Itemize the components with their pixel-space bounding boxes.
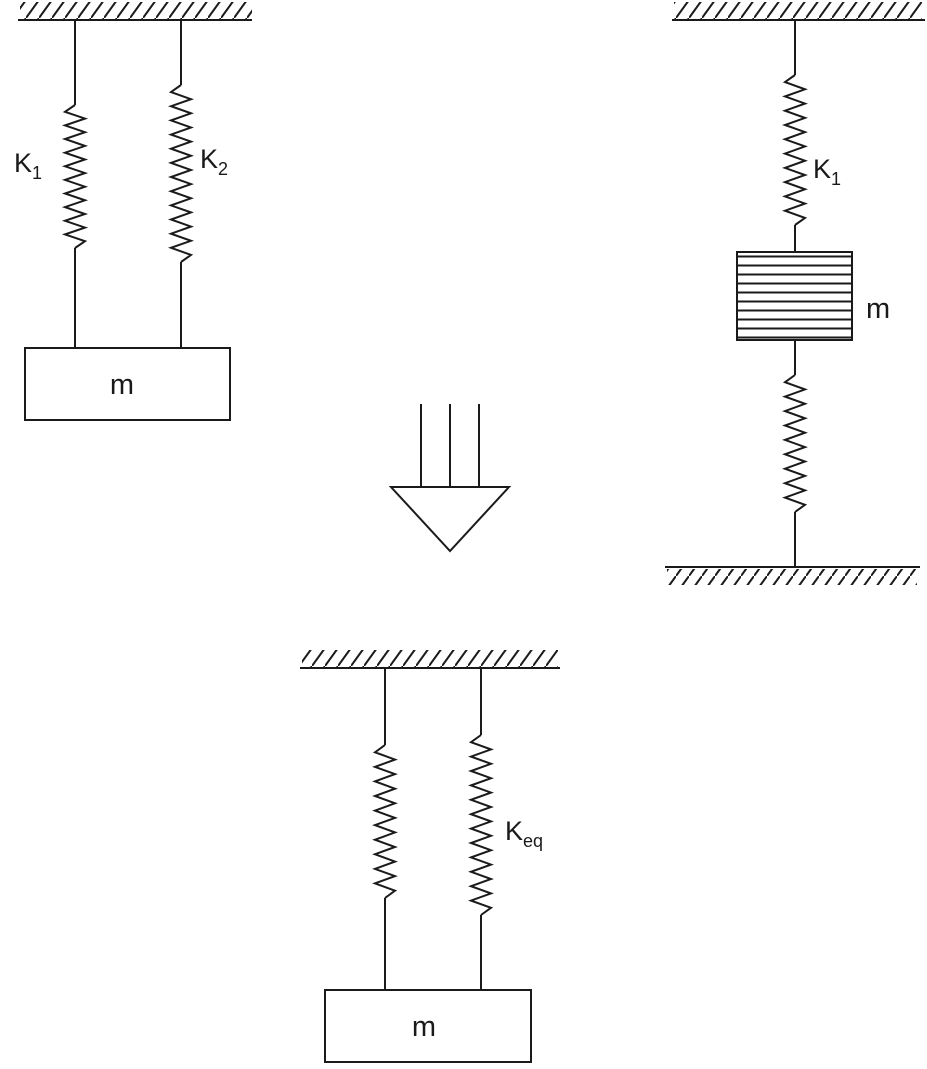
mass-block-label: m (110, 369, 134, 401)
mass-block (24, 347, 231, 421)
spring-k1-coil (782, 74, 808, 226)
mass-block-label: m (412, 1011, 436, 1043)
spring-keq-coil (468, 734, 494, 916)
hatched-mass-block (736, 251, 853, 341)
arrow-head (388, 486, 512, 553)
down-arrow (388, 404, 512, 553)
ceiling-hatching (20, 2, 252, 20)
spring-k1-label: K1 (813, 154, 841, 189)
spring-k2-label: K2 (200, 144, 228, 179)
spring-k1-coil (61, 104, 89, 249)
ceiling-hatching (302, 650, 558, 668)
mass-block-label: m (866, 293, 890, 325)
series-spring-system: m K1 (665, 2, 925, 585)
equivalent-spring-system: m Keq (300, 650, 560, 1063)
ceiling-hatching (674, 2, 922, 20)
spring-k2-coil (167, 84, 195, 263)
lower-spring-coil (782, 374, 808, 513)
spring-keq-label: Keq (505, 816, 543, 851)
left-spring-coil (372, 744, 398, 899)
parallel-springs-system: m K1 K2 (14, 2, 252, 421)
spring-k1-label: K1 (14, 148, 42, 183)
mass-block (324, 989, 532, 1063)
floor-hatching (667, 569, 917, 585)
